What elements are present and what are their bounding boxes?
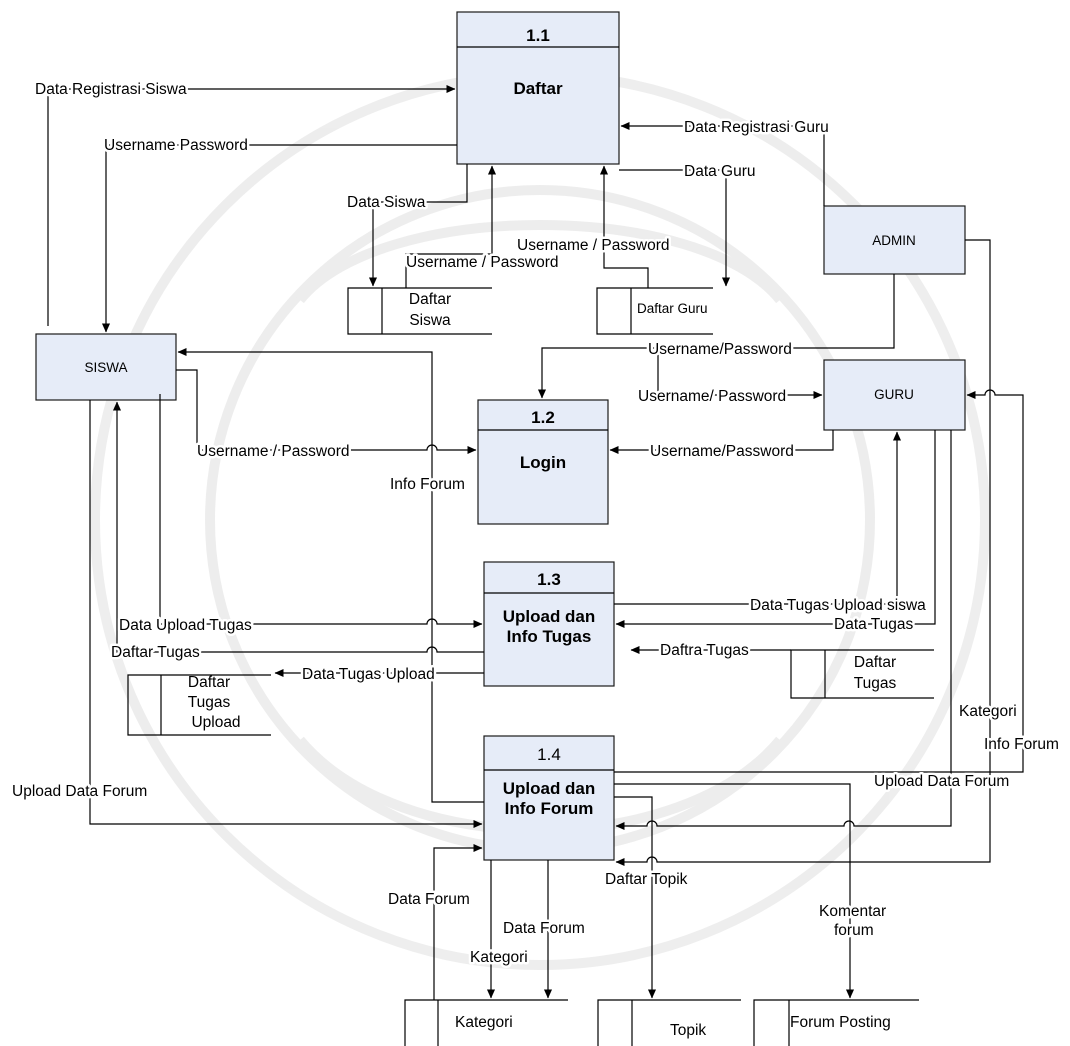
flow-data-tugas	[615, 430, 936, 629]
flow-data-registrasi-guru	[620, 121, 825, 206]
label-data-siswa: Data Siswa	[347, 194, 426, 211]
label-username-password-guru-store: Username / Password	[517, 237, 669, 254]
flow-username-password-admin	[537, 274, 895, 399]
entity-label: GURU	[874, 387, 914, 402]
store-label: Topik	[670, 1022, 706, 1039]
store-label: Forum Posting	[790, 1014, 891, 1031]
process-1-2[interactable]: 1.2 Login	[477, 399, 609, 525]
store-daftar-siswa[interactable]: Daftar Siswa	[347, 287, 492, 335]
label-username-password-admin: Username/Password	[648, 341, 792, 358]
store-label-line-3: Upload	[191, 714, 240, 731]
entity-siswa[interactable]: SISWA	[35, 333, 177, 401]
store-label-line-2: Tugas	[854, 675, 897, 692]
label-data-tugas-upload: Data Tugas Upload	[302, 666, 435, 683]
flow-data-upload-tugas	[159, 394, 483, 629]
store-daftar-tugas[interactable]: Daftar Tugas	[790, 649, 934, 699]
label-data-guru: Data Guru	[684, 163, 756, 180]
store-label-line-1: Daftar	[854, 654, 896, 671]
label-info-forum-right: Info Forum	[984, 736, 1059, 753]
label-data-tugas-upload-siswa: Data Tugas Upload siswa	[750, 597, 926, 614]
flow-username-password-guru-store	[599, 165, 649, 288]
store-label-line-1: Daftar	[409, 291, 451, 308]
store-label: Daftar Guru	[637, 301, 708, 316]
label-username-password-top: Username Password	[104, 137, 248, 154]
store-label-line-2: Siswa	[409, 312, 451, 329]
flow-info-forum-left	[177, 347, 484, 803]
flow-info-forum-right	[614, 389, 1024, 773]
store-forum-posting[interactable]: Forum Posting	[753, 999, 919, 1046]
flow-komentar-forum	[614, 783, 855, 999]
flow-data-siswa	[368, 164, 468, 287]
store-label-line-2: Tugas	[188, 694, 231, 711]
process-number: 1.1	[526, 26, 550, 45]
process-1-3[interactable]: 1.3 Upload dan Info Tugas	[483, 561, 615, 687]
label-kategori-right: Kategori	[959, 703, 1017, 720]
store-daftar-guru[interactable]: Daftar Guru	[596, 287, 713, 335]
flow-data-forum-left	[433, 843, 483, 1000]
process-name: Login	[520, 453, 566, 472]
store-kategori[interactable]: Kategori	[404, 999, 568, 1046]
flow-username-password-siswa-login	[176, 369, 477, 455]
label-data-forum-left: Data Forum	[388, 891, 470, 908]
label-username-password-siswa-store: Username / Password	[406, 254, 558, 271]
label-upload-data-forum-right: Upload Data Forum	[874, 773, 1009, 790]
process-1-4[interactable]: 1.4 Upload dan Info Forum	[483, 735, 615, 861]
flow-data-guru	[619, 169, 731, 287]
store-topik[interactable]: Topik	[597, 999, 741, 1046]
label-data-upload-tugas: Data Upload Tugas	[119, 617, 252, 634]
store-label-line-1: Daftar	[188, 674, 230, 691]
entity-label: ADMIN	[872, 233, 916, 248]
flow-upload-data-forum-right	[615, 430, 952, 831]
process-name-line-2: Info Tugas	[507, 627, 592, 646]
flow-daftar-topik	[614, 796, 657, 999]
process-number: 1.4	[537, 745, 561, 764]
flow-data-registrasi-siswa	[47, 84, 456, 326]
flow-username-password-top	[101, 144, 457, 333]
label-data-tugas: Data Tugas	[834, 616, 914, 633]
entity-label: SISWA	[84, 360, 127, 375]
flow-kategori-right	[615, 239, 991, 867]
entity-guru[interactable]: GURU	[823, 359, 966, 431]
process-number: 1.3	[537, 570, 561, 589]
flow-username-password-guru-login	[609, 430, 834, 455]
flow-username-password-guru-entity	[657, 348, 823, 400]
process-name-line-2: Info Forum	[505, 799, 594, 818]
label-komentar-forum-line-2: forum	[834, 922, 874, 939]
label-username-password-guru-login: Username/Password	[650, 443, 794, 460]
entity-admin[interactable]: ADMIN	[823, 205, 966, 275]
flow-username-password-siswa-store	[405, 165, 497, 288]
process-name-line-1: Upload dan	[503, 607, 596, 626]
label-daftar-topik: Daftar Topik	[605, 871, 688, 888]
label-daftra-tugas: Daftra Tugas	[660, 642, 749, 659]
label-username-password-siswa-login: Username / Password	[197, 443, 349, 460]
flow-data-tugas-upload-siswa	[614, 431, 902, 605]
flow-upload-data-forum-left	[89, 400, 483, 829]
process-name-line-1: Upload dan	[503, 779, 596, 798]
label-username-password-guru-entity: Username/ Password	[638, 388, 786, 405]
process-1-1[interactable]: 1.1 Daftar	[456, 11, 620, 165]
flow-lines	[47, 84, 1024, 1000]
label-data-registrasi-guru: Data Registrasi Guru	[684, 119, 829, 136]
flow-labels: Data Registrasi Siswa Username Password …	[10, 79, 1062, 969]
label-upload-data-forum-left: Upload Data Forum	[12, 783, 147, 800]
process-name: Daftar	[513, 79, 563, 98]
label-kategori: Kategori	[470, 949, 528, 966]
label-info-forum-left: Info Forum	[390, 476, 465, 493]
flow-daftar-tugas	[112, 401, 484, 653]
label-daftar-tugas: Daftar Tugas	[111, 644, 200, 661]
label-data-registrasi-siswa: Data Registrasi Siswa	[35, 81, 187, 98]
label-data-forum-right: Data Forum	[503, 920, 585, 937]
label-komentar-forum-line-1: Komentar	[819, 903, 886, 920]
store-label: Kategori	[455, 1014, 513, 1031]
store-daftar-tugas-upload[interactable]: Daftar Tugas Upload	[127, 674, 271, 736]
process-number: 1.2	[531, 408, 555, 427]
